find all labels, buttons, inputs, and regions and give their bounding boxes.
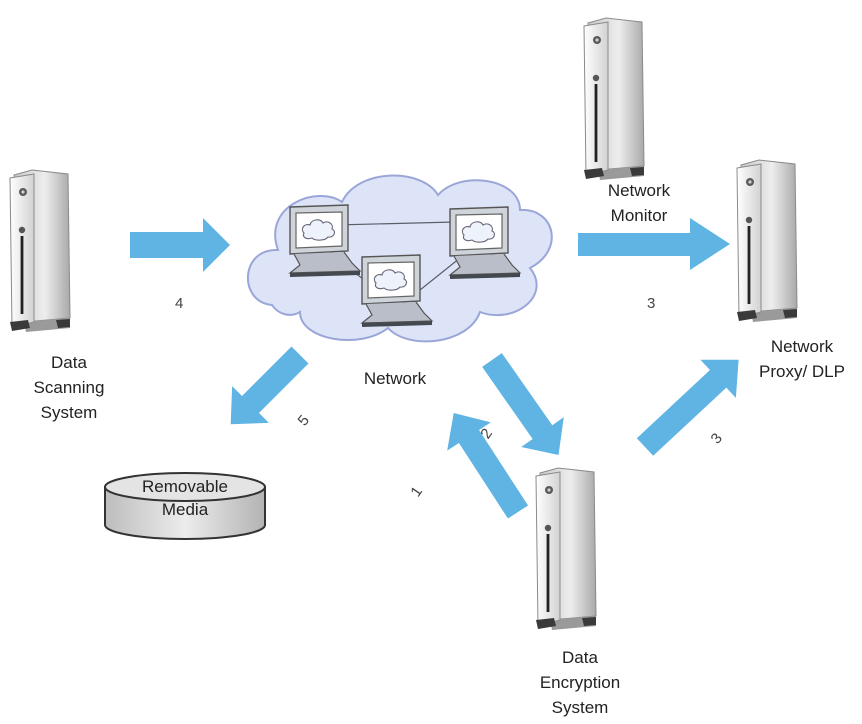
removable-media-label: Removable Media: [142, 477, 228, 519]
arrow-encryption-to-network: [447, 413, 529, 519]
data-scanning-label: Data Scanning System: [33, 353, 105, 422]
arrow-encryption-to-proxy: [636, 359, 739, 456]
data-scanning-server-icon: [9, 169, 71, 333]
arrow-scan-to-network: [130, 218, 230, 272]
network-monitor-server-icon: [583, 17, 645, 181]
data-encryption-label: Data Encryption System: [539, 648, 621, 717]
step-number: 4: [175, 295, 184, 312]
data-encryption-server-icon: [535, 467, 597, 631]
removable-media-cylinder-icon: [104, 472, 266, 540]
network-label: Network: [363, 369, 427, 388]
network-proxy-label: Network Proxy/ DLP: [759, 337, 845, 381]
network-monitor-label: Network Monitor: [607, 181, 671, 225]
step-number: 3: [647, 295, 656, 312]
network-link-line: [334, 221, 456, 226]
arrow-network-to-proxy: [578, 218, 730, 270]
network-link-line: [419, 257, 461, 291]
network-proxy-server-icon: [736, 159, 798, 323]
arrow-network-to-media: [230, 346, 309, 425]
arrow-network-to-encryption: [482, 353, 564, 456]
